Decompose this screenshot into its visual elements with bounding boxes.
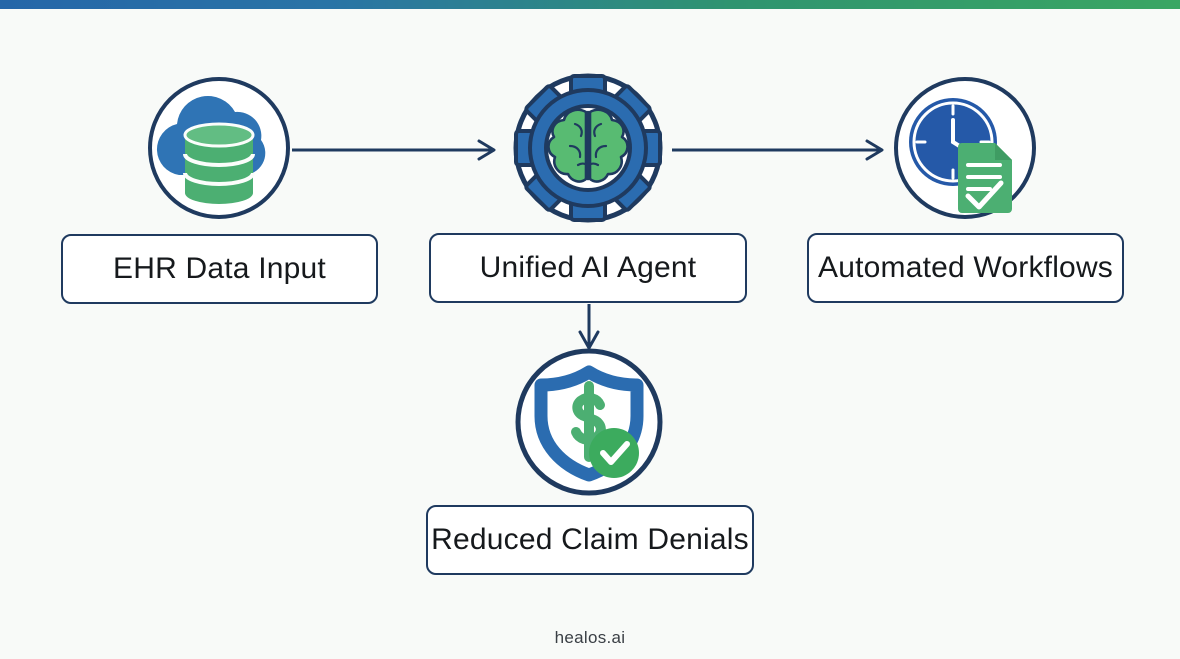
node-agent-icon-group[interactable] (513, 73, 663, 223)
edge-agent-to-denials (578, 304, 600, 350)
top-accent-bar (0, 0, 1180, 9)
footer-brand: healos.ai (554, 628, 626, 647)
clock-document-check-icon (909, 98, 1012, 213)
node-workflows-icon-group[interactable] (894, 77, 1036, 219)
node-label-reduced-claim-denials[interactable]: Reduced Claim Denials (426, 505, 754, 575)
node-label-automated-workflows[interactable]: Automated Workflows (807, 233, 1124, 303)
shield-dollar-check-icon (534, 365, 644, 482)
gear-brain-icon (514, 74, 662, 222)
node-label-ehr-data-input[interactable]: EHR Data Input (61, 234, 378, 304)
cloud-database-icon (156, 95, 266, 204)
edge-ehr-to-agent (292, 139, 496, 161)
edge-agent-to-workflows (672, 139, 884, 161)
node-label-unified-ai-agent[interactable]: Unified AI Agent (429, 233, 747, 303)
node-denials-icon-group[interactable] (515, 348, 663, 496)
node-ehr-icon-group[interactable] (148, 77, 290, 219)
